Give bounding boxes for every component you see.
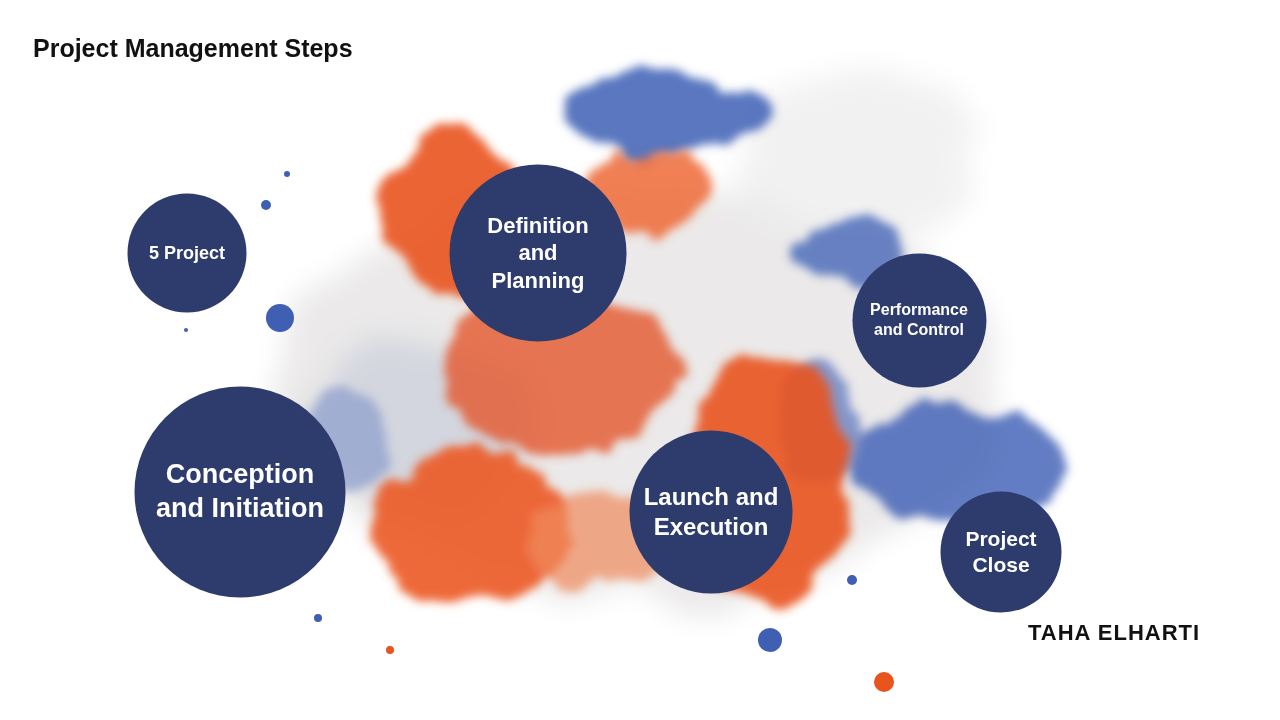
paint-drop bbox=[847, 575, 857, 585]
step-circle: Project Close bbox=[940, 491, 1062, 613]
grey-wash bbox=[280, 70, 1000, 600]
circle-shape bbox=[128, 194, 247, 313]
circle-shape bbox=[135, 387, 346, 598]
step-label: Conception and Initiation bbox=[155, 458, 325, 526]
paint-drop bbox=[758, 628, 782, 652]
circle-outline bbox=[134, 386, 346, 598]
circle-shape bbox=[941, 492, 1062, 613]
paint-drop bbox=[261, 200, 271, 210]
circle-shape bbox=[852, 253, 986, 387]
circle-text-group: Performance and Control bbox=[863, 300, 975, 340]
step-label: Launch and Execution bbox=[644, 482, 779, 542]
circle-text-group: Project Close bbox=[956, 526, 1046, 579]
circle-outline bbox=[852, 253, 987, 388]
step-circle: Conception and Initiation bbox=[134, 386, 346, 598]
circle-outline bbox=[629, 430, 793, 594]
orange-paint bbox=[370, 130, 850, 610]
step-label: Project Close bbox=[956, 526, 1046, 579]
paint-drop bbox=[266, 304, 294, 332]
circle-shape bbox=[630, 431, 793, 594]
circle-outline bbox=[940, 491, 1062, 613]
step-label: Definition and Planning bbox=[473, 212, 603, 295]
step-label: Performance and Control bbox=[863, 300, 975, 340]
paint-drop bbox=[184, 328, 188, 332]
paint-blob bbox=[560, 73, 770, 157]
wash-area bbox=[280, 180, 1000, 600]
circle-text-group: Launch and Execution bbox=[644, 482, 779, 542]
circle-text-group: Conception and Initiation bbox=[155, 458, 325, 526]
circle-text-group: Definition and Planning bbox=[473, 212, 603, 295]
paint-drop bbox=[314, 614, 322, 622]
circle-text-group: 5 Project bbox=[149, 242, 225, 265]
author-name: TAHA ELHARTI bbox=[1028, 620, 1200, 646]
step-circle: Launch and Execution bbox=[629, 430, 793, 594]
paint-drop bbox=[874, 672, 894, 692]
step-circle: Performance and Control bbox=[852, 253, 987, 388]
circle-shape bbox=[450, 165, 627, 342]
paint-drop bbox=[284, 171, 290, 177]
step-circle: Definition and Planning bbox=[449, 164, 627, 342]
diagram-title: Project Management Steps bbox=[33, 34, 353, 63]
step-circle: 5 Project bbox=[127, 193, 247, 313]
step-label: 5 Project bbox=[149, 242, 225, 265]
paint-drop bbox=[386, 646, 394, 654]
